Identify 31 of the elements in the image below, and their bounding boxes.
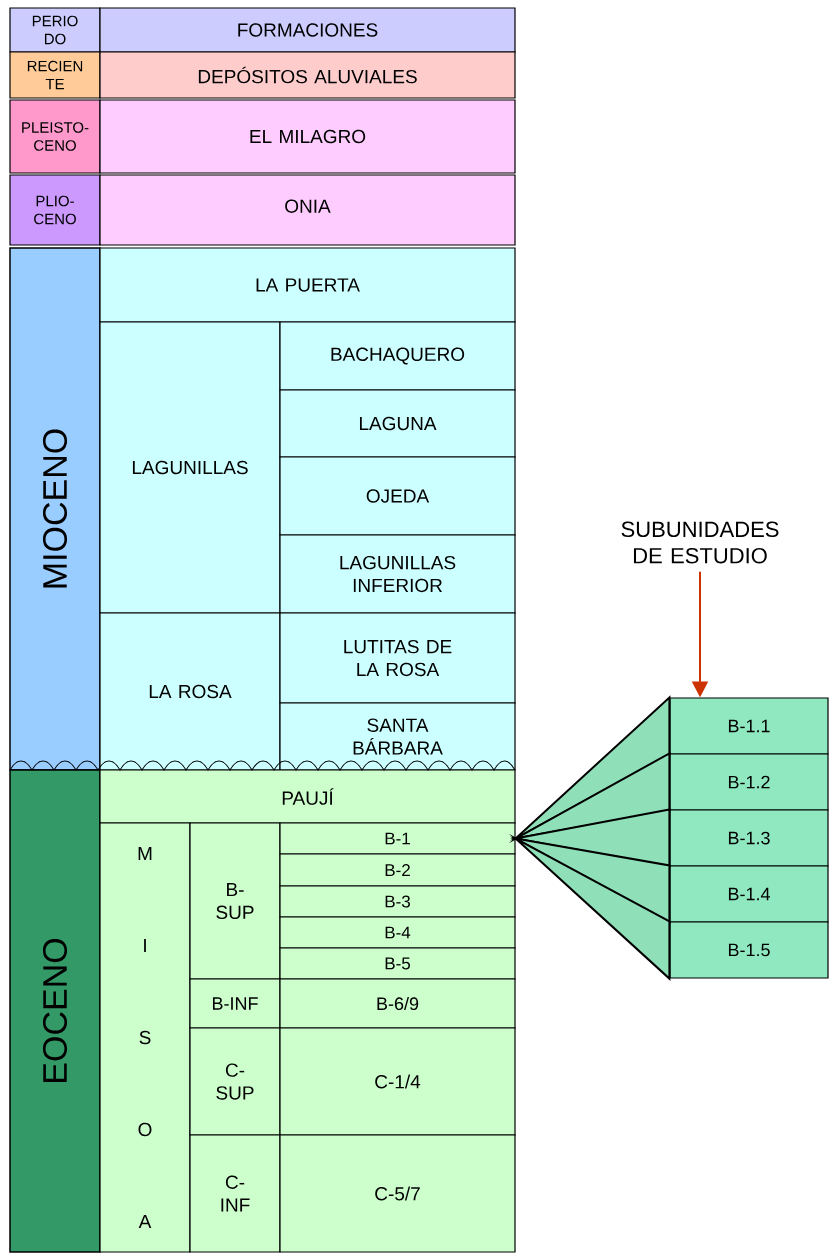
- formation-cell: LAGUNILLAS: [99, 321, 281, 614]
- unit-cell: B-3: [279, 885, 516, 918]
- unit-cell: B-1: [279, 822, 516, 855]
- heading-text: SUBUNIDADES DE ESTUDIO: [621, 521, 779, 564]
- formation-cell: LA PUERTA: [99, 247, 516, 323]
- period-cell: RECIEN TE: [9, 51, 101, 99]
- period-cell: EOCENO: [9, 769, 101, 1253]
- subunit-box: B-1.2: [669, 753, 829, 811]
- formation-cell: DEPÓSITOS ALUVIALES: [99, 51, 516, 99]
- member-cell: LAGUNILLAS INFERIOR: [279, 534, 516, 614]
- member-cell: LAGUNA: [279, 389, 516, 458]
- formation-cell: EL MILAGRO: [99, 99, 516, 174]
- period-cell: PLIO- CENO: [9, 174, 101, 246]
- subunit-box: B-1.5: [669, 921, 829, 979]
- member-cell: BACHAQUERO: [279, 321, 516, 391]
- unit-cell: C- INF: [189, 1134, 281, 1253]
- period-cell: MIOCENO: [9, 247, 101, 771]
- subunit-box: B-1.4: [669, 865, 829, 923]
- formation-cell: LA ROSA: [99, 612, 281, 771]
- unit-cell: B-2: [279, 853, 516, 887]
- header-cell: PERIO DO: [9, 7, 101, 53]
- formation-cell: ONIA: [99, 174, 516, 246]
- member-cell: LUTITAS DE LA ROSA: [279, 612, 516, 704]
- member-cell: SANTA BÁRBARA: [279, 702, 516, 771]
- subunit-box: B-1.3: [669, 809, 829, 867]
- unit-cell: B-4: [279, 916, 516, 949]
- member-cell: OJEDA: [279, 456, 516, 536]
- period-cell: PLEISTO- CENO: [9, 99, 101, 174]
- unit-cell: B-INF: [189, 978, 281, 1029]
- unit-cell: B-5: [279, 947, 516, 980]
- subunit-box: B-1.1: [669, 697, 829, 755]
